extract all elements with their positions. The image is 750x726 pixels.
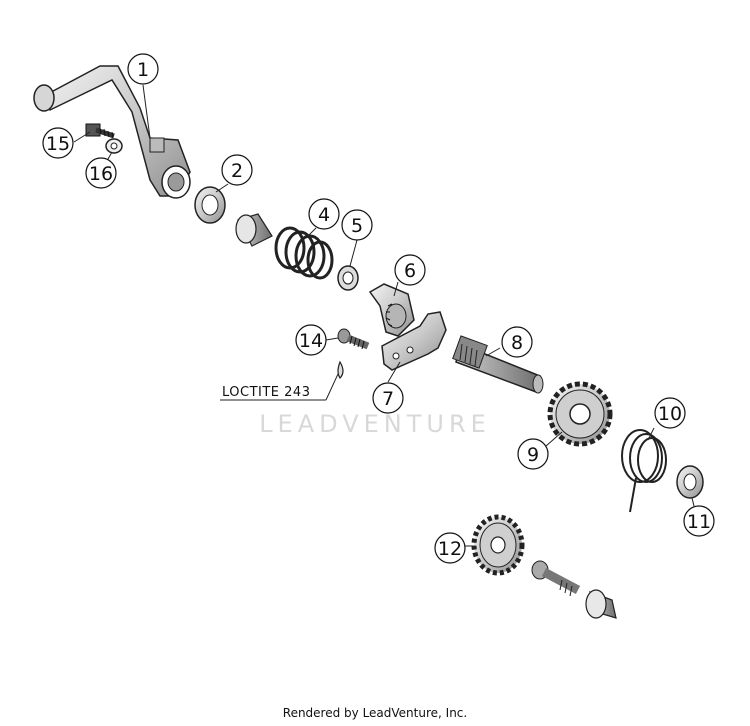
callout-15-label: 15 <box>46 133 70 155</box>
part-10-torsion-spring[interactable] <box>621 429 667 513</box>
part-idler-bushing[interactable] <box>585 589 617 619</box>
watermark: LEADVENTURE <box>259 410 491 438</box>
part-2-seal-ring[interactable] <box>194 186 226 224</box>
part-4-spring[interactable] <box>274 226 334 280</box>
callout-5[interactable]: 5 <box>341 209 373 241</box>
callout-11[interactable]: 11 <box>683 505 715 537</box>
callout-16[interactable]: 16 <box>85 157 117 189</box>
callout-5-label: 5 <box>351 215 363 237</box>
part-idler-bolt[interactable] <box>531 560 581 597</box>
callout-7[interactable]: 7 <box>372 382 404 414</box>
callout-7-label: 7 <box>382 388 394 410</box>
loctite-label: LOCTITE 243 <box>222 385 310 400</box>
callout-14-label: 14 <box>299 330 323 352</box>
part-8-shaft[interactable] <box>452 335 544 394</box>
callout-9[interactable]: 9 <box>517 438 549 470</box>
callout-4[interactable]: 4 <box>308 198 340 230</box>
part-12-idler-gear[interactable] <box>471 514 525 576</box>
callout-10-label: 10 <box>658 403 682 425</box>
callout-12-label: 12 <box>438 538 462 560</box>
leader-lines <box>73 84 695 547</box>
callout-9-label: 9 <box>527 444 539 466</box>
callout-4-label: 4 <box>318 204 330 226</box>
callout-6-label: 6 <box>404 260 416 282</box>
callout-2[interactable]: 2 <box>221 154 253 186</box>
callout-16-label: 16 <box>89 163 113 185</box>
part-15-bolt[interactable] <box>85 123 115 139</box>
part-7-guide-plate[interactable] <box>381 311 447 371</box>
footer-credit: Rendered by LeadVenture, Inc. <box>282 706 468 720</box>
callout-2-label: 2 <box>231 160 243 182</box>
callout-10[interactable]: 10 <box>654 397 686 429</box>
part-bushing[interactable] <box>235 213 273 247</box>
loctite-drop-icon <box>337 360 344 379</box>
callout-8[interactable]: 8 <box>501 326 533 358</box>
callout-1[interactable]: 1 <box>127 53 159 85</box>
callout-8-label: 8 <box>511 332 523 354</box>
part-11-ring[interactable] <box>676 465 704 499</box>
part-6-ratchet[interactable] <box>368 283 415 337</box>
watermark-text: LEADVENTURE <box>259 410 491 438</box>
part-14-screw[interactable] <box>337 328 370 350</box>
callout-12[interactable]: 12 <box>434 532 466 564</box>
part-1-kick-lever[interactable] <box>33 65 191 199</box>
part-9-gear[interactable] <box>547 381 613 447</box>
callout-6[interactable]: 6 <box>394 254 426 286</box>
part-16-washer[interactable] <box>105 138 123 154</box>
callout-15[interactable]: 15 <box>42 127 74 159</box>
part-5-washer[interactable] <box>337 265 359 291</box>
callout-1-label: 1 <box>137 59 149 81</box>
callout-14[interactable]: 14 <box>295 324 327 356</box>
callout-11-label: 11 <box>687 511 711 533</box>
